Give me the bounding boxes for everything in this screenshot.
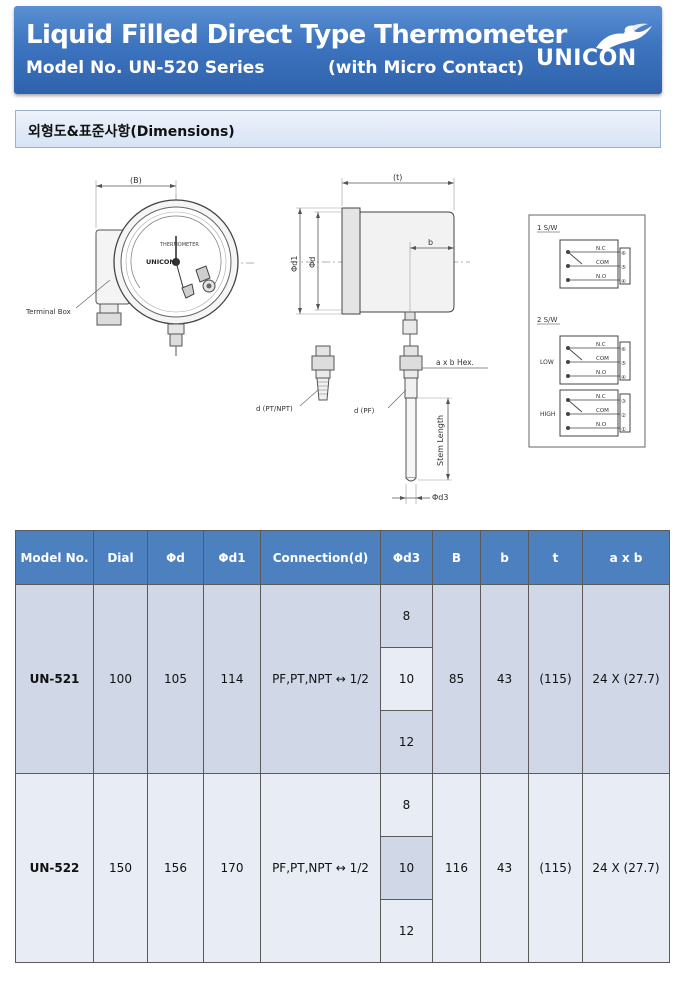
phi-d3-cell: 10 <box>380 647 433 711</box>
low-terminal-6: ⑥ <box>621 347 626 353</box>
phi-d-cell: 156 <box>147 773 204 963</box>
model-cell: UN-521 <box>15 584 94 774</box>
stem-length-label: Stem Length <box>436 415 445 466</box>
high-com: COM <box>596 408 609 414</box>
connection-pt-npt-label: d (PT/NPT) <box>256 405 293 413</box>
dim-phi-d-label: Φd <box>308 257 317 268</box>
col-phi-d: Φd <box>147 530 204 585</box>
sw1-com: COM <box>596 260 609 266</box>
section-header: 외형도&표준사항(Dimensions) <box>15 110 661 148</box>
col-b: b <box>480 530 529 585</box>
spec-table: Model No. Dial Φd Φd1 Connection(d) Φd3 … <box>15 530 670 963</box>
phi-d-cell: 105 <box>147 584 204 774</box>
col-connection: Connection(d) <box>260 530 381 585</box>
page-header: Liquid Filled Direct Type Thermometer Mo… <box>14 6 662 94</box>
connection-pf-label: d (PF) <box>354 407 375 415</box>
table-row: 12 <box>16 710 670 774</box>
b-cell: 43 <box>480 584 529 774</box>
dim-phi-d3-label: Φd3 <box>432 493 448 502</box>
low-nc: N.C <box>596 342 606 348</box>
col-axb: a x b <box>582 530 670 585</box>
low-com: COM <box>596 356 609 362</box>
hex-label: a x b Hex. <box>436 358 474 367</box>
col-dial: Dial <box>93 530 148 585</box>
dim-B-label: (B) <box>130 176 142 185</box>
table-row: 12 <box>16 899 670 963</box>
sw1-label: 1 S/W <box>537 224 557 232</box>
page-title: Liquid Filled Direct Type Thermometer <box>26 20 567 50</box>
sw1-nc: N.C <box>596 246 606 252</box>
high-terminal-1: ① <box>621 427 626 433</box>
axb-cell: 24 X (27.7) <box>582 584 670 774</box>
phi-d3-cell: 12 <box>380 899 433 963</box>
model-number: Model No. UN-520 Series <box>26 58 265 78</box>
low-terminal-5: ⑤ <box>621 361 626 367</box>
section-title: 외형도&표준사항(Dimensions) <box>28 124 235 140</box>
micro-contact-note: (with Micro Contact) <box>328 58 525 78</box>
sw1-no: N.O <box>596 274 607 280</box>
dial-cell: 150 <box>93 773 148 963</box>
high-nc: N.C <box>596 394 606 400</box>
phi-d1-cell: 170 <box>203 773 261 963</box>
dim-t-label: (t) <box>393 173 402 182</box>
dimension-drawing: THERMOMETER UNICON (B) Terminal Box (t) … <box>25 173 646 504</box>
dim-phi-d1-label: Φd1 <box>290 256 299 272</box>
phi-d3-cell: 8 <box>380 584 433 648</box>
col-B: B <box>432 530 481 585</box>
dial-brand-label: UNICON <box>146 258 175 266</box>
phi-d1-cell: 114 <box>203 584 261 774</box>
phi-d3-cell: 10 <box>380 836 433 900</box>
table-row: UN-521 100 105 114 PF,PT,NPT ↔ 1/2 8 85 … <box>15 584 670 774</box>
low-no: N.O <box>596 370 607 376</box>
pegasus-logo-icon <box>596 23 652 50</box>
sw1-terminal-4: ④ <box>621 279 626 285</box>
connection-cell: PF,PT,NPT ↔ 1/2 <box>260 584 381 774</box>
dial-cell: 100 <box>93 584 148 774</box>
col-phi-d3: Φd3 <box>380 530 433 585</box>
col-model-no: Model No. <box>15 530 94 585</box>
phi-d3-cell: 8 <box>380 773 433 837</box>
sw1-terminal-6: ⑥ <box>621 251 626 257</box>
sw2-label: 2 S/W <box>537 316 557 324</box>
model-cell: UN-522 <box>15 773 94 963</box>
B-cell: 116 <box>432 773 481 963</box>
high-no: N.O <box>596 422 607 428</box>
high-terminal-2: ② <box>621 412 626 419</box>
terminal-box-label: Terminal Box <box>25 308 71 316</box>
axb-cell: 24 X (27.7) <box>582 773 670 963</box>
B-cell: 85 <box>432 584 481 774</box>
unicon-logo: UNICON <box>536 22 656 82</box>
switch-wiring-diagram: 1 S/W N.C COM N.O ⑥ ⑤ ④ 2 S/W LOW N.C CO… <box>528 214 646 448</box>
col-t: t <box>528 530 583 585</box>
table-row: UN-522 150 156 170 PF,PT,NPT ↔ 1/2 8 116… <box>15 773 670 963</box>
b-cell: 43 <box>480 773 529 963</box>
table-row: 10 <box>16 836 670 900</box>
side-view: (t) b Φd1 Φd <box>290 173 470 346</box>
pt-npt-connection: d (PT/NPT) <box>256 345 335 413</box>
dim-b-label: b <box>428 238 433 247</box>
dial-name-label: THERMOMETER <box>159 242 199 248</box>
front-view: THERMOMETER UNICON (B) Terminal Box <box>25 176 255 356</box>
logo-wordmark: UNICON <box>536 46 637 71</box>
connection-cell: PF,PT,NPT ↔ 1/2 <box>260 773 381 963</box>
table-row: 10 <box>16 647 670 711</box>
table-header-row: Model No. Dial Φd Φd1 Connection(d) Φd3 … <box>15 530 670 585</box>
col-phi-d1: Φd1 <box>203 530 261 585</box>
low-label: LOW <box>540 359 554 366</box>
low-terminal-4: ④ <box>621 375 626 381</box>
phi-d3-cell: 12 <box>380 710 433 774</box>
t-cell: (115) <box>528 773 583 963</box>
pf-connection-stem: a x b Hex. d (PF) Stem Length Φd3 <box>354 345 488 504</box>
sw1-terminal-5: ⑤ <box>621 265 626 271</box>
high-label: HIGH <box>540 411 555 418</box>
t-cell: (115) <box>528 584 583 774</box>
high-terminal-3: ③ <box>621 399 626 405</box>
